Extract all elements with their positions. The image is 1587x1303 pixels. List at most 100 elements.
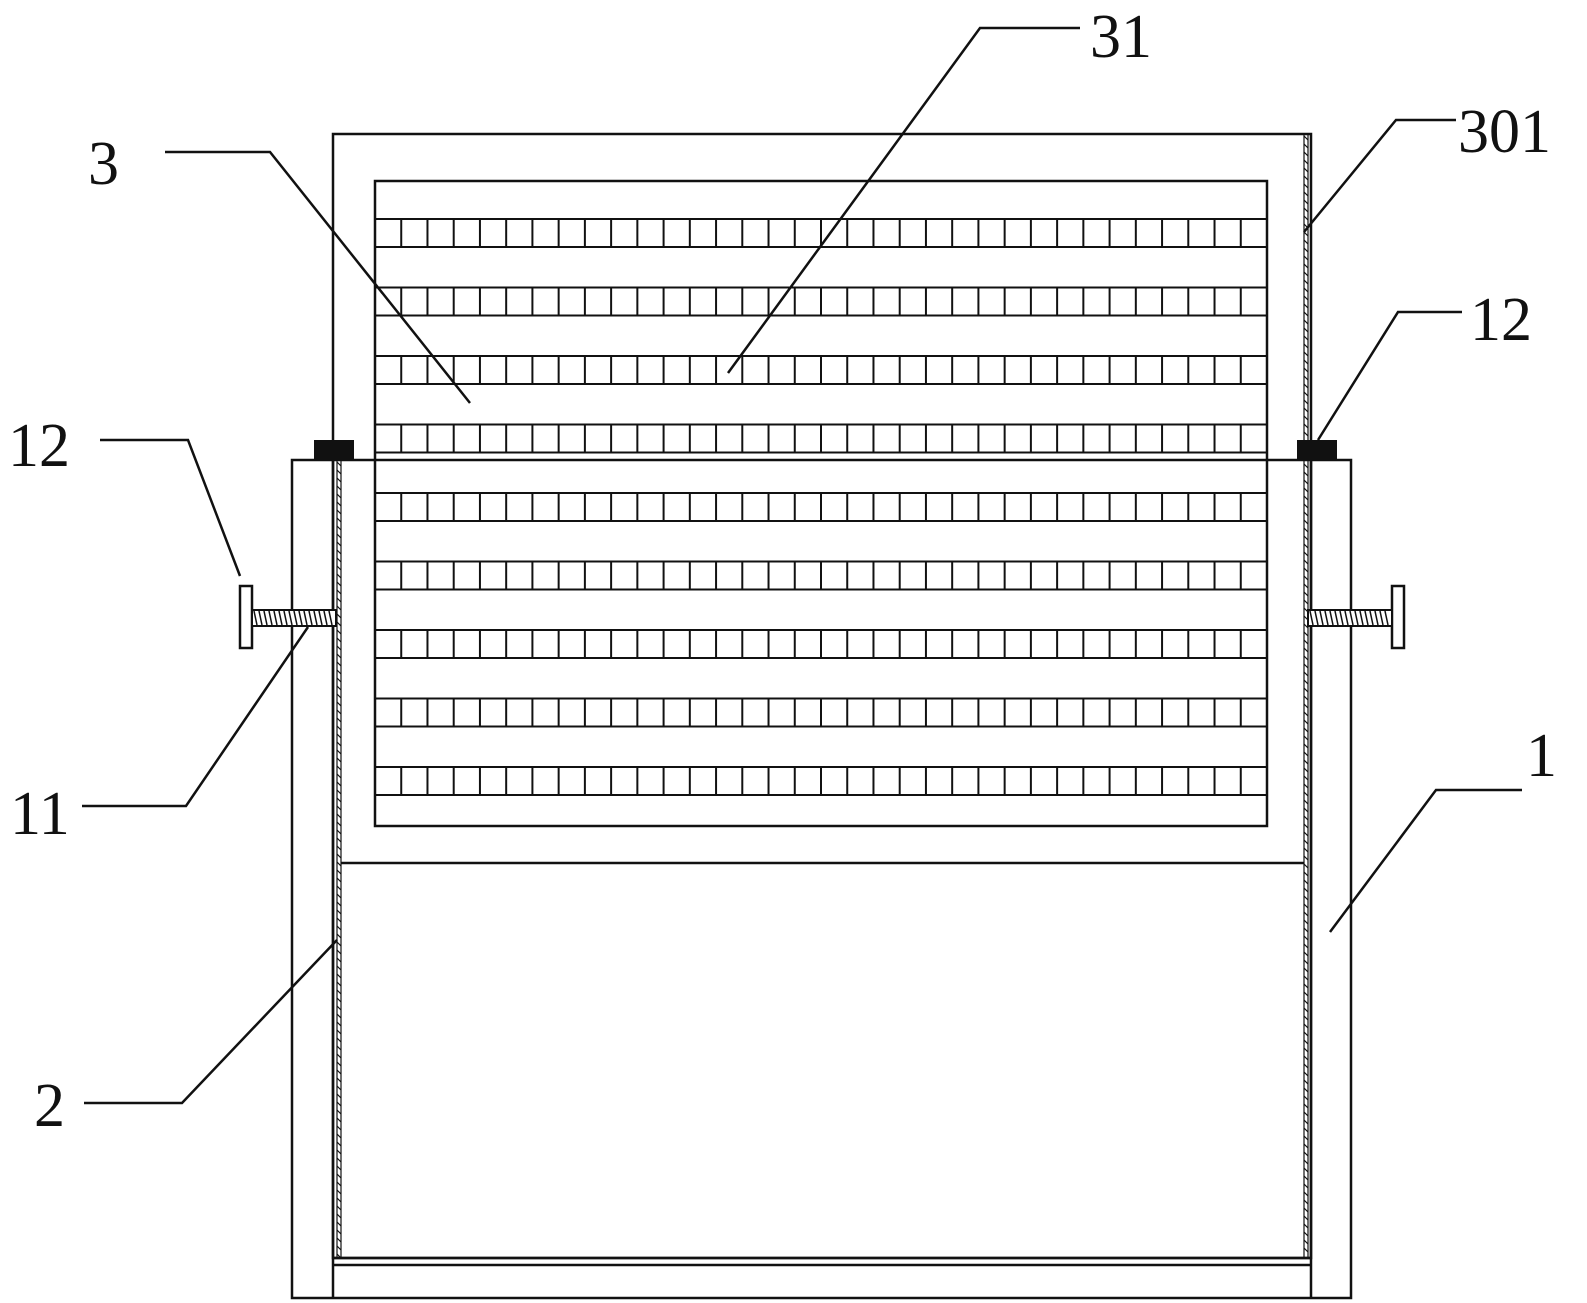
strip-tooth bbox=[336, 709, 342, 715]
strip-tooth bbox=[336, 917, 342, 923]
thread-line bbox=[1384, 610, 1389, 626]
strip-tooth bbox=[336, 621, 342, 627]
thread-line bbox=[1344, 610, 1349, 626]
strip-tooth bbox=[1303, 1079, 1309, 1085]
thread-line bbox=[1364, 610, 1369, 626]
strip-tooth bbox=[336, 1013, 342, 1019]
strip-tooth bbox=[336, 1205, 342, 1211]
strip-tooth bbox=[336, 845, 342, 851]
strip-tooth bbox=[1303, 207, 1309, 213]
strip-tooth bbox=[1303, 775, 1309, 781]
strip-tooth bbox=[1303, 1199, 1309, 1205]
strip-tooth bbox=[1303, 1167, 1309, 1173]
strip-tooth bbox=[336, 525, 342, 531]
strip-tooth bbox=[1303, 935, 1309, 941]
strip-tooth bbox=[1303, 1183, 1309, 1189]
strip-tooth bbox=[1303, 1151, 1309, 1157]
strip-tooth bbox=[336, 1037, 342, 1043]
strip-tooth bbox=[336, 877, 342, 883]
strip-tooth bbox=[336, 1141, 342, 1147]
strip-tooth bbox=[1303, 991, 1309, 997]
strip-tooth bbox=[336, 1133, 342, 1139]
strip-tooth bbox=[336, 597, 342, 603]
strip-tooth bbox=[1303, 1023, 1309, 1029]
strip-tooth bbox=[336, 1125, 342, 1131]
strip-tooth bbox=[1303, 479, 1309, 485]
strip-tooth bbox=[336, 685, 342, 691]
strip-tooth bbox=[1303, 559, 1309, 565]
strip-tooth bbox=[1303, 1055, 1309, 1061]
grid-row bbox=[375, 355, 1267, 385]
thread-line bbox=[308, 610, 313, 626]
right-screw-thread bbox=[1309, 610, 1389, 626]
strip-tooth bbox=[1303, 895, 1309, 901]
strip-tooth bbox=[1303, 815, 1309, 821]
strip-tooth bbox=[1303, 1015, 1309, 1021]
strip-tooth bbox=[1303, 863, 1309, 869]
strip-tooth bbox=[1303, 1175, 1309, 1181]
strip-tooth bbox=[336, 469, 342, 475]
grid-panel bbox=[373, 179, 1269, 828]
strip-tooth bbox=[336, 981, 342, 987]
strip-tooth bbox=[1303, 567, 1309, 573]
strip-tooth bbox=[336, 989, 342, 995]
strip-tooth bbox=[336, 893, 342, 899]
strip-tooth bbox=[336, 1005, 342, 1011]
thread-line bbox=[303, 610, 308, 626]
strip-tooth bbox=[336, 485, 342, 491]
strip-tooth bbox=[1303, 231, 1309, 237]
strip-tooth bbox=[1303, 535, 1309, 541]
strip-tooth bbox=[1303, 383, 1309, 389]
strip-tooth bbox=[1303, 639, 1309, 645]
strip-tooth bbox=[1303, 511, 1309, 517]
strip-tooth bbox=[1303, 671, 1309, 677]
left-strip-teeth bbox=[336, 461, 342, 1259]
strip-tooth bbox=[336, 741, 342, 747]
strip-tooth bbox=[1303, 855, 1309, 861]
strip-tooth bbox=[336, 565, 342, 571]
strip-tooth bbox=[336, 973, 342, 979]
strip-tooth bbox=[336, 1221, 342, 1227]
strip-tooth bbox=[336, 661, 342, 667]
strip-tooth bbox=[1303, 263, 1309, 269]
strip-tooth bbox=[336, 509, 342, 515]
strip-tooth bbox=[1303, 735, 1309, 741]
strip-tooth bbox=[336, 925, 342, 931]
strip-tooth bbox=[336, 653, 342, 659]
strip-tooth bbox=[1303, 359, 1309, 365]
strip-tooth bbox=[336, 1045, 342, 1051]
strip-tooth bbox=[1303, 959, 1309, 965]
strip-tooth bbox=[1303, 519, 1309, 525]
thread-line bbox=[298, 610, 303, 626]
strip-tooth bbox=[336, 1229, 342, 1235]
thread-line bbox=[1324, 610, 1329, 626]
thread-line bbox=[278, 610, 283, 626]
thread-line bbox=[283, 610, 288, 626]
strip-tooth bbox=[336, 1101, 342, 1107]
leader-3 bbox=[165, 150, 471, 404]
strip-tooth bbox=[1303, 999, 1309, 1005]
left-clamp-block bbox=[314, 440, 354, 460]
strip-tooth bbox=[1303, 255, 1309, 261]
strip-tooth bbox=[1303, 391, 1309, 397]
grid-row bbox=[375, 629, 1267, 659]
thread-line bbox=[1314, 610, 1319, 626]
strip-tooth bbox=[1303, 1063, 1309, 1069]
strip-tooth bbox=[1303, 719, 1309, 725]
strip-tooth bbox=[336, 533, 342, 539]
strip-tooth bbox=[336, 541, 342, 547]
strip-tooth bbox=[336, 933, 342, 939]
strip-tooth bbox=[1303, 1095, 1309, 1101]
strip-tooth bbox=[1303, 503, 1309, 509]
label-1: 1 bbox=[1526, 722, 1557, 790]
strip-tooth bbox=[1303, 319, 1309, 325]
strip-tooth bbox=[1303, 943, 1309, 949]
strip-tooth bbox=[336, 1069, 342, 1075]
strip-tooth bbox=[336, 1053, 342, 1059]
strip-tooth bbox=[336, 1157, 342, 1163]
thread-line bbox=[1319, 610, 1324, 626]
strip-tooth bbox=[1303, 1231, 1309, 1237]
strip-tooth bbox=[1303, 655, 1309, 661]
strip-tooth bbox=[1303, 903, 1309, 909]
right-clamp-block bbox=[1297, 440, 1337, 460]
